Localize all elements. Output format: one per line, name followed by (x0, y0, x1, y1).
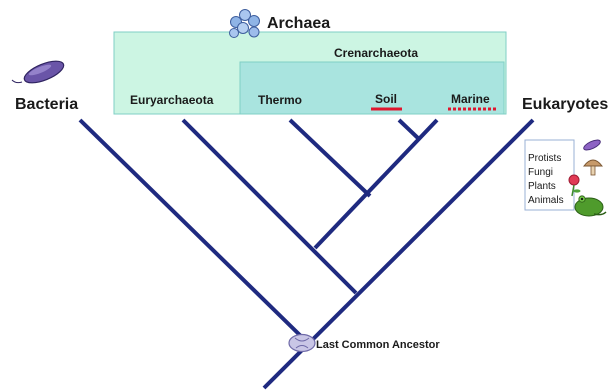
eukaryote-groups-box (524, 139, 575, 211)
bacteria-label: Bacteria (15, 96, 78, 113)
group-animals: Animals (528, 195, 564, 206)
branch-bacteria (78, 118, 312, 347)
archaea-title: Archaea (267, 15, 330, 32)
branch-thermo (288, 118, 372, 198)
euryarchaeota-label: Euryarchaeota (130, 93, 214, 107)
group-plants: Plants (528, 181, 556, 192)
eukaryotes-label: Eukaryotes (522, 96, 608, 113)
crenarchaeota-label: Crenarchaeota (334, 46, 418, 60)
archaea-cluster-icon (229, 9, 260, 38)
crenarchaeota-box (239, 61, 505, 115)
branch-euryarchaeota (181, 118, 358, 295)
ancestor-cell-icon (288, 333, 316, 353)
branch-crenarchaeota (313, 118, 439, 250)
lca-label: Last Common Ancestor (316, 339, 440, 351)
bacterium-icon (11, 60, 65, 84)
soil-label: Soil (375, 92, 397, 106)
group-protists: Protists (528, 153, 561, 164)
phylogenetic-tree (78, 118, 535, 390)
branch-soil (397, 118, 422, 142)
thermo-label: Thermo (258, 93, 302, 107)
group-fungi: Fungi (528, 167, 553, 178)
marine-label: Marine (451, 92, 490, 106)
flower-icon (568, 174, 581, 197)
frog-icon (574, 195, 607, 217)
protist-icon (583, 139, 601, 151)
mushroom-icon (582, 159, 604, 176)
